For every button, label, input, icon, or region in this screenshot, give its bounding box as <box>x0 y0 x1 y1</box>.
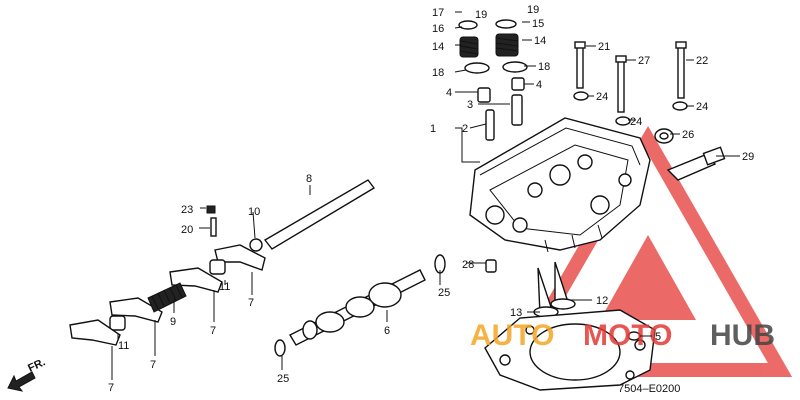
label-7d: 7 <box>108 382 114 394</box>
label-7a: 7 <box>248 297 254 309</box>
label-8: 8 <box>306 173 312 185</box>
label-14b: 14 <box>534 35 546 47</box>
cylinder-head <box>469 117 651 253</box>
label-16: 16 <box>432 23 444 35</box>
label-19a: 19 <box>475 9 487 21</box>
label-21: 21 <box>598 41 610 53</box>
label-9: 9 <box>170 316 176 328</box>
leader-lines <box>111 11 740 380</box>
label-7b: 7 <box>210 325 216 337</box>
label-25b: 25 <box>277 373 289 385</box>
label-17: 17 <box>432 7 444 19</box>
valve-stack-right <box>495 19 528 126</box>
label-24b: 24 <box>630 116 642 128</box>
label-18b: 18 <box>538 61 550 73</box>
pushrod-group <box>206 179 376 252</box>
label-24c: 24 <box>696 101 708 113</box>
label-6: 6 <box>384 325 390 337</box>
direction-arrow: FR. <box>7 356 47 392</box>
label-26: 26 <box>682 129 694 141</box>
label-29: 29 <box>742 151 754 163</box>
label-25a: 25 <box>438 287 450 299</box>
watermark-text: AUTO MOTO HUB <box>470 319 775 352</box>
camshaft <box>274 254 446 357</box>
label-4a: 4 <box>446 87 452 99</box>
watermark-hub: HUB <box>710 319 775 352</box>
label-15: 15 <box>532 18 544 30</box>
label-14a: 14 <box>432 41 444 53</box>
part-labels: 17 19 19 16 15 14 14 18 18 4 4 3 1 2 21 … <box>108 4 754 394</box>
label-1: 1 <box>430 123 436 135</box>
direction-label: FR. <box>26 356 47 374</box>
watermark-moto: MOTO <box>583 319 672 352</box>
label-23: 23 <box>181 204 193 216</box>
label-24a: 24 <box>596 91 608 103</box>
label-2: 2 <box>462 123 468 135</box>
head-bolts <box>573 41 688 126</box>
label-11b: 11 <box>118 340 129 352</box>
label-11a: 11 <box>219 281 230 293</box>
label-5: 5 <box>655 331 661 343</box>
seal-and-spark-plug <box>654 128 726 181</box>
rocker-arms <box>69 244 266 346</box>
valve-stack-left <box>458 20 495 141</box>
label-13: 13 <box>510 307 522 319</box>
catalog-code: 7504–E0200 <box>618 383 680 395</box>
valve-spring <box>147 282 187 313</box>
label-18a: 18 <box>432 67 444 79</box>
label-27: 27 <box>638 55 650 67</box>
label-3: 3 <box>467 99 473 111</box>
watermark-auto: AUTO <box>470 319 554 352</box>
head-gasket <box>484 309 656 391</box>
label-20: 20 <box>181 224 193 236</box>
label-7c: 7 <box>150 359 156 371</box>
label-22: 22 <box>696 55 708 67</box>
label-12: 12 <box>596 295 608 307</box>
valves <box>485 259 576 318</box>
label-10: 10 <box>248 206 260 218</box>
label-28: 28 <box>462 259 474 271</box>
label-4b: 4 <box>536 79 542 91</box>
label-19b: 19 <box>527 4 539 16</box>
